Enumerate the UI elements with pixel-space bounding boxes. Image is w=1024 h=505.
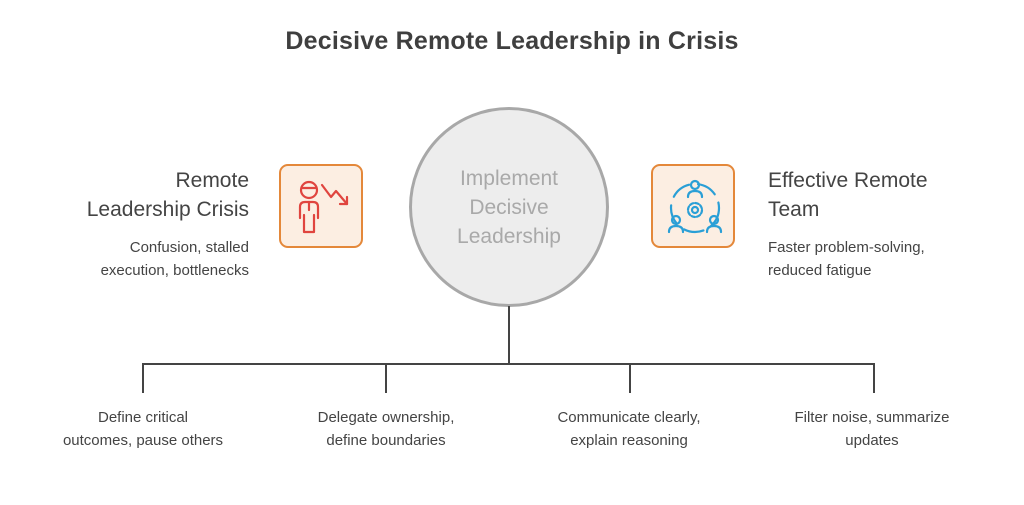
- step-3-line-2: explain reasoning: [570, 432, 688, 449]
- problem-description-line-1: Confusion, stalled: [129, 239, 249, 256]
- outcome-description-line-1: Faster problem-solving,: [768, 239, 925, 256]
- step-filter-noise: Filter noise, summarize updates: [752, 406, 992, 452]
- outcome-icon-box: [651, 164, 735, 248]
- problem-description: Confusion, stalled execution, bottleneck…: [40, 236, 249, 282]
- declining-leader-icon: [298, 180, 349, 234]
- step-1-line-1: Define critical: [97, 409, 189, 426]
- step-delegate-ownership: Delegate ownership, define boundaries: [266, 406, 506, 452]
- step-4-line-1: Filter noise, summarize: [794, 409, 950, 426]
- step-2-line-2: define boundaries: [326, 432, 446, 449]
- center-label-line-1: Implement: [459, 167, 559, 190]
- center-label-line-2: Decisive: [469, 196, 549, 219]
- center-label: Implement Decisive Leadership: [420, 164, 598, 251]
- step-3-line-1: Communicate clearly,: [557, 409, 701, 426]
- problem-title: Remote Leadership Crisis: [40, 166, 249, 224]
- problem-description-line-2: execution, bottlenecks: [100, 262, 249, 279]
- problem-title-line-1: Remote: [175, 169, 249, 192]
- step-2-line-1: Delegate ownership,: [317, 409, 455, 426]
- problem-icon-box: [279, 164, 363, 248]
- problem-title-line-2: Leadership Crisis: [86, 198, 249, 221]
- step-communicate-clearly: Communicate clearly, explain reasoning: [509, 406, 749, 452]
- outcome-title-line-1: Effective Remote: [768, 169, 928, 192]
- outcome-description-line-2: reduced fatigue: [768, 262, 872, 279]
- center-label-line-3: Leadership: [457, 225, 561, 248]
- diagram-title: Decisive Remote Leadership in Crisis: [285, 27, 739, 55]
- outcome-title-line-2: Team: [768, 198, 820, 221]
- step-1-line-2: outcomes, pause others: [62, 432, 224, 449]
- step-define-outcomes: Define critical outcomes, pause others: [23, 406, 263, 452]
- outcome-description: Faster problem-solving, reduced fatigue: [768, 236, 988, 282]
- step-4-line-2: updates: [845, 432, 899, 449]
- center-circle: [409, 107, 609, 307]
- outcome-title: Effective Remote Team: [768, 166, 988, 224]
- team-collaboration-icon: [667, 179, 723, 234]
